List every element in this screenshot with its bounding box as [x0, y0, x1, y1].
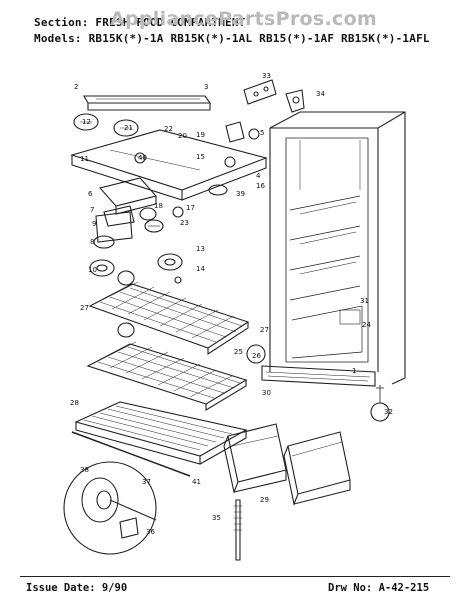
callout-22: 22 [164, 125, 173, 133]
callout-12: 12 [82, 118, 91, 126]
callout-32: 32 [384, 408, 393, 416]
callout-9: 9 [92, 220, 96, 228]
lamp-bulb [208, 184, 228, 196]
callout-17: 17 [186, 204, 195, 212]
callout-31: 31 [360, 297, 369, 305]
callout-8: 8 [90, 238, 94, 246]
callout-36: 36 [146, 528, 155, 536]
callout-1: 1 [352, 367, 356, 375]
issue-date: Issue Date: 9/90 [26, 582, 128, 594]
hinge [285, 89, 305, 113]
callout-5: 5 [260, 129, 264, 137]
callout-25: 25 [234, 348, 243, 356]
thermostat-knobs [73, 113, 139, 137]
callout-19: 19 [196, 131, 205, 139]
callout-24: 24 [362, 321, 371, 329]
footer-rule [20, 576, 450, 577]
wire-shelf-lower [86, 341, 248, 411]
callout-37: 37 [142, 478, 151, 486]
callout-14: 14 [196, 265, 205, 273]
light-housing [98, 177, 184, 227]
callout-16: 16 [256, 182, 265, 190]
roller-detail-inset [63, 461, 157, 555]
callout-20: 20 [178, 132, 187, 140]
page-footer: Issue Date: 9/90 Drw No: A-42-215 [0, 576, 458, 600]
page-header: Section: FRESH FOOD COMPARTMENT Models: … [0, 0, 458, 50]
callout-2: 2 [74, 83, 78, 91]
callout-33: 33 [262, 72, 271, 80]
drawing-number: Drw No: A-42-215 [328, 582, 430, 594]
callout-6: 6 [88, 190, 93, 198]
callout-35: 35 [212, 514, 221, 522]
callout-40: 40 [138, 154, 147, 162]
callout-39: 39 [236, 190, 245, 198]
cold-control [93, 211, 164, 249]
shelf-support [117, 270, 266, 364]
wire-shelf-upper [88, 281, 250, 356]
callout-41: 41 [192, 478, 201, 486]
bracket [243, 79, 277, 105]
callout-13: 13 [196, 245, 205, 253]
callout-10: 10 [88, 266, 97, 274]
callout-7: 7 [90, 206, 94, 214]
control-panel [70, 129, 268, 201]
light-socket [225, 121, 260, 143]
section-title: Section: FRESH FOOD COMPARTMENT [34, 16, 246, 29]
callout-3: 3 [204, 83, 208, 91]
callout-38: 38 [80, 466, 89, 474]
crisper-rail [71, 431, 191, 477]
callout-18: 18 [154, 202, 163, 210]
callout-23: 23 [180, 219, 189, 227]
top-trim-strip [83, 95, 212, 111]
callout-30: 30 [262, 389, 271, 397]
callout-21: 21 [124, 124, 133, 132]
callout-28: 28 [70, 399, 79, 407]
callout-27-right: 27 [260, 326, 269, 334]
leveling-stud [234, 499, 242, 561]
watermark: AppliancePartsPros.com [110, 8, 378, 30]
callout-labels: 2 3 33 34 12 21 22 20 19 11 40 15 5 4 16… [70, 72, 393, 536]
roller-parts [89, 253, 183, 284]
refrigerator-cabinet [269, 111, 406, 385]
callout-34: 34 [316, 90, 325, 98]
callout-15: 15 [196, 153, 205, 161]
model-list: Models: RB15K(*)-1A RB15K(*)-1AL RB15(*)… [34, 32, 430, 45]
crisper-drawers [223, 423, 351, 506]
leveling-leg [370, 385, 390, 422]
bottom-grille [261, 365, 376, 387]
callout-29: 29 [260, 496, 269, 504]
callout-26: 26 [252, 352, 261, 360]
callout-27-left: 27 [80, 304, 89, 312]
crisper-cover [74, 401, 248, 465]
callout-11: 11 [80, 155, 89, 163]
callout-4: 4 [256, 172, 261, 180]
